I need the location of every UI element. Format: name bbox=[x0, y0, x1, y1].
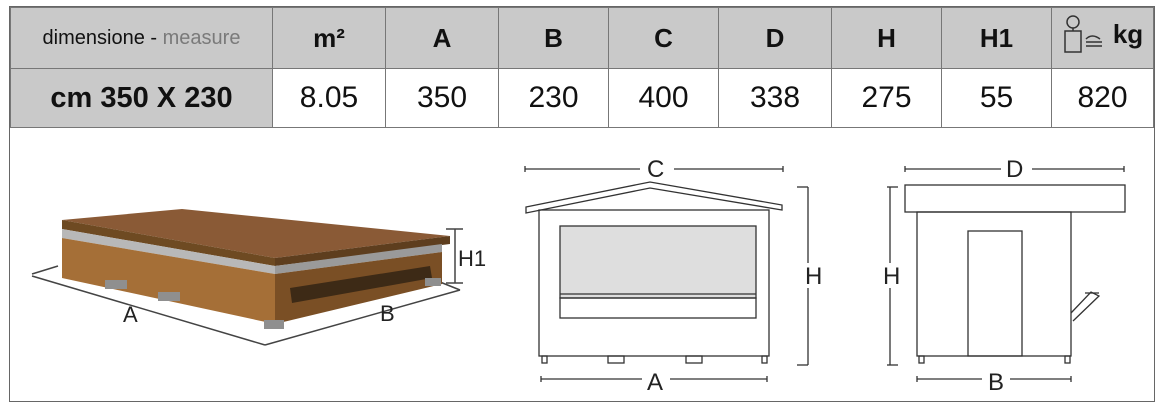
size-label: cm 350 X 230 bbox=[10, 68, 273, 128]
header-kg: kg bbox=[1112, 19, 1144, 49]
value-c: 400 bbox=[608, 68, 719, 128]
header-weight: kg bbox=[1051, 7, 1154, 69]
folded-kiosk-photo: A B H1 bbox=[31, 209, 486, 346]
front-label-c: C bbox=[647, 156, 664, 183]
side-label-h: H bbox=[883, 263, 900, 290]
value-a: 350 bbox=[385, 68, 499, 128]
header-h1: H1 bbox=[941, 7, 1052, 69]
value-h: 275 bbox=[831, 68, 942, 128]
front-label-h: H bbox=[805, 263, 822, 290]
header-h: H bbox=[831, 7, 942, 69]
spec-sheet: dimensione - measure m² A B C D H H1 bbox=[9, 6, 1155, 402]
header-b: B bbox=[498, 7, 609, 69]
measure-label-en: measure bbox=[162, 26, 241, 49]
front-label-a: A bbox=[647, 369, 663, 396]
dimension-table: dimensione - measure m² A B C D H H1 bbox=[10, 7, 1154, 128]
photo-label-b: B bbox=[380, 301, 395, 326]
header-a: A bbox=[385, 7, 499, 69]
table-value-row: cm 350 X 230 8.05 350 230 400 338 275 55… bbox=[10, 68, 1154, 128]
drawings-area: A B H1 bbox=[31, 156, 1126, 396]
value-m2: 8.05 bbox=[272, 68, 386, 128]
measure-label-it: dimensione - bbox=[42, 26, 158, 49]
side-label-d: D bbox=[1006, 156, 1023, 183]
side-view-drawing bbox=[887, 166, 1126, 382]
header-m2: m² bbox=[272, 7, 386, 69]
value-b: 230 bbox=[498, 68, 609, 128]
photo-label-h1: H1 bbox=[458, 246, 486, 271]
scale-weight-icon bbox=[1064, 14, 1102, 53]
front-view-drawing bbox=[524, 166, 809, 382]
photo-label-a: A bbox=[123, 302, 138, 327]
value-kg: 820 bbox=[1051, 68, 1154, 128]
value-h1: 55 bbox=[941, 68, 1052, 128]
header-c: C bbox=[608, 7, 719, 69]
side-label-b: B bbox=[988, 369, 1004, 396]
value-d: 338 bbox=[718, 68, 832, 128]
measure-label-cell: dimensione - measure bbox=[10, 7, 273, 69]
header-d: D bbox=[718, 7, 832, 69]
table-header-row: dimensione - measure m² A B C D H H1 bbox=[10, 7, 1154, 69]
